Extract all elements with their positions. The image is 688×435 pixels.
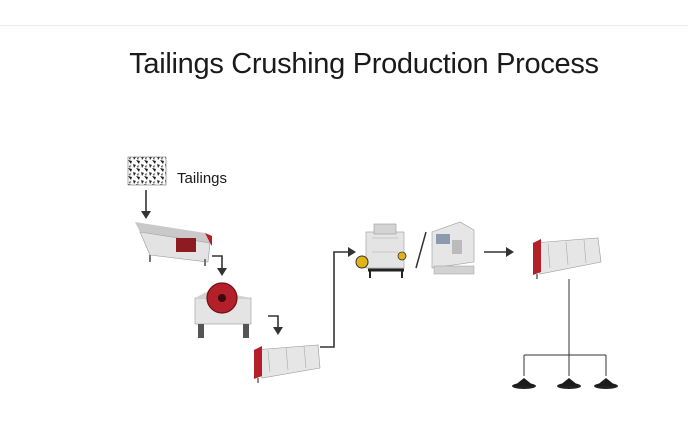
arrow-elbow-icon: [212, 255, 227, 276]
distribution-lines: [523, 279, 607, 376]
screen-icon: [532, 237, 602, 279]
connector-line: [320, 247, 356, 348]
top-divider: [0, 25, 688, 26]
product-pile-icon: [557, 378, 581, 389]
product-pile-icon: [594, 378, 618, 389]
screen-icon: [253, 344, 321, 383]
jaw-crusher-icon: [194, 282, 252, 338]
page-title: Tailings Crushing Production Process: [129, 48, 599, 80]
product-pile-icon: [512, 378, 536, 389]
tailings-label: Tailings: [177, 170, 228, 187]
arrow-elbow-icon: [268, 315, 283, 335]
ore-pile-icon: [127, 156, 167, 186]
or-separator: [415, 231, 427, 269]
arrow-down-icon: [141, 190, 151, 219]
impact-crusher-icon: [431, 221, 475, 275]
feeder-icon: [135, 222, 212, 266]
cone-crusher-icon: [355, 223, 407, 278]
arrow-right-icon: [484, 247, 514, 257]
